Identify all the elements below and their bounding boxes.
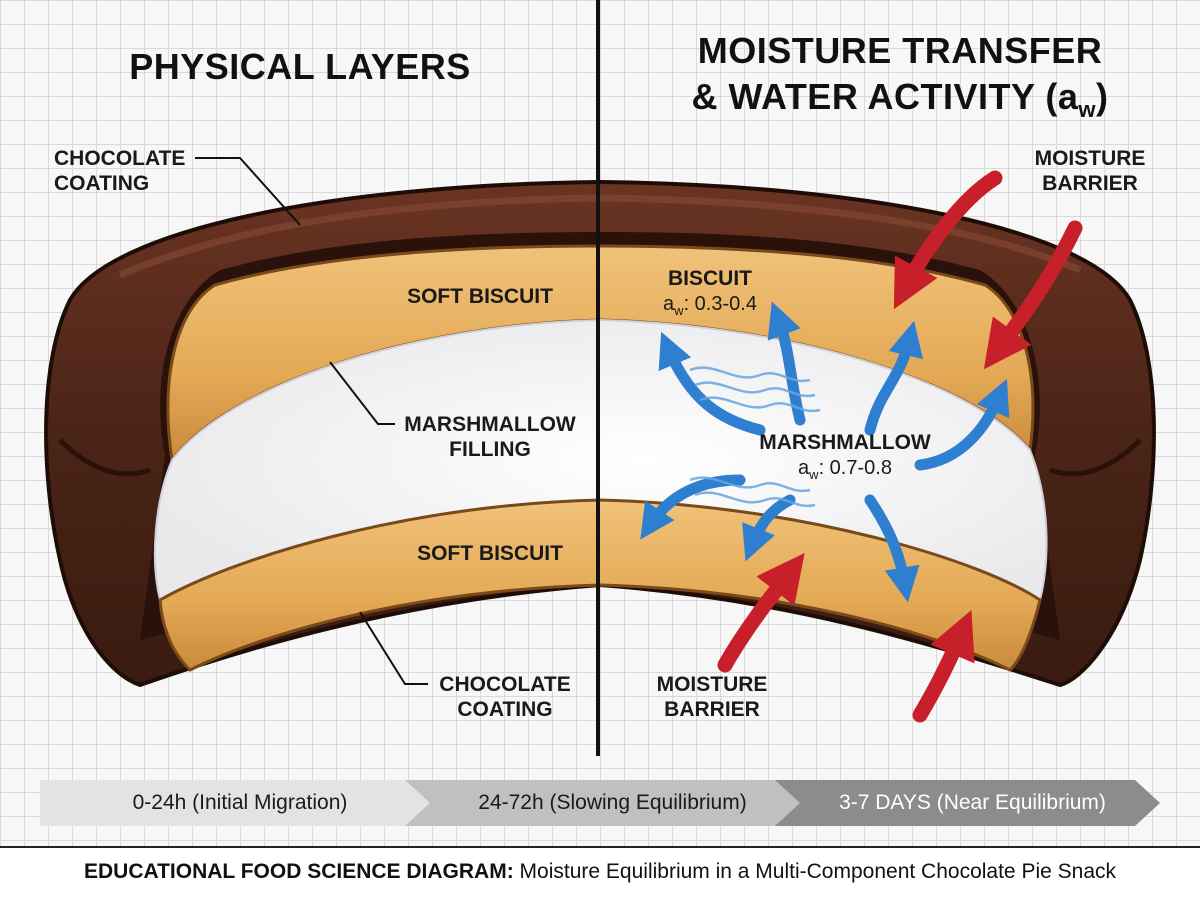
label-marshmallow-aw: aw: 0.7-0.8: [798, 457, 892, 482]
label-moisture-barrier-top: MOISTURE BARRIER: [1020, 146, 1160, 196]
label-barrier-bottom-line-2: BARRIER: [664, 698, 760, 721]
migration-arrow-7: [864, 494, 920, 603]
title-right-line-2-prefix: & WATER ACTIVITY (a: [691, 76, 1079, 117]
label-biscuit-name: BISCUIT: [668, 267, 752, 290]
leader-chocolate-bottom: [359, 611, 428, 685]
label-marshmallow-water-activity: MARSHMALLOW aw: 0.7-0.8: [740, 430, 950, 487]
leader-marshmallow: [329, 361, 395, 425]
footer-caption: EDUCATIONAL FOOD SCIENCE DIAGRAM: Moistu…: [0, 846, 1200, 898]
footer-rest: Moisture Equilibrium in a Multi-Componen…: [513, 860, 1116, 883]
title-physical-layers: PHYSICAL LAYERS: [129, 46, 471, 87]
migration-arrow-1: [658, 331, 766, 436]
label-barrier-top-line-1: MOISTURE: [1034, 147, 1146, 170]
migration-arrow-6: [742, 494, 796, 562]
leader-chocolate-top: [195, 157, 301, 226]
barrier-arrows: [717, 170, 1083, 723]
timeline-bar: 0-24h (Initial Migration) 24-72h (Slowin…: [40, 780, 1160, 826]
timeline-step-initial-migration: 0-24h (Initial Migration): [40, 780, 440, 826]
label-marshmallow-line-2: FILLING: [449, 438, 531, 461]
title-moisture-transfer: MOISTURE TRANSFER & WATER ACTIVITY (aw): [630, 28, 1170, 133]
barrier-arrow-bottom-1: [717, 552, 805, 673]
label-chocolate-coating-bottom: CHOCOLATE COATING: [420, 672, 590, 722]
barrier-arrow-top-2: [983, 220, 1083, 370]
label-marshmallow-line-1: MARSHMALLOW: [404, 413, 576, 436]
migration-arrow-4: [914, 378, 1010, 471]
title-right-line-2-suffix: ): [1095, 76, 1109, 117]
label-chocolate-coating-top: CHOCOLATE COATING: [54, 146, 185, 196]
barrier-arrow-top-1: [893, 170, 1003, 310]
label-barrier-bottom-line-1: MOISTURE: [656, 673, 768, 696]
label-biscuit-water-activity: BISCUIT aw: 0.3-0.4: [620, 266, 800, 323]
label-chocolate-bottom-line-1: CHOCOLATE: [439, 673, 571, 696]
migration-arrows: [640, 301, 1010, 603]
title-right-line-1: MOISTURE TRANSFER: [697, 30, 1103, 71]
label-biscuit-aw: aw: 0.3-0.4: [663, 293, 757, 318]
migration-arrow-5: [640, 474, 746, 540]
footer-text: EDUCATIONAL FOOD SCIENCE DIAGRAM: Moistu…: [0, 860, 1200, 884]
label-moisture-barrier-bottom: MOISTURE BARRIER: [642, 672, 782, 722]
migration-arrow-3: [864, 320, 924, 436]
label-barrier-top-line-2: BARRIER: [1042, 172, 1138, 195]
label-marshmallow-name: MARSHMALLOW: [759, 431, 931, 454]
label-chocolate-top-line-1: CHOCOLATE: [54, 147, 186, 170]
label-soft-biscuit-bottom: SOFT BISCUIT: [417, 542, 563, 565]
chocolate-ridge-left: [58, 438, 151, 477]
label-marshmallow-filling: MARSHMALLOW FILLING: [385, 412, 595, 462]
label-soft-biscuit-top: SOFT BISCUIT: [407, 285, 553, 308]
label-chocolate-top-line-2: COATING: [54, 172, 150, 195]
label-chocolate-bottom-line-2: COATING: [457, 698, 553, 721]
chocolate-ridge-right: [1049, 438, 1142, 477]
footer-bold: EDUCATIONAL FOOD SCIENCE DIAGRAM:: [83, 860, 514, 883]
vapor-waves: [689, 366, 821, 508]
barrier-arrow-bottom-2: [912, 609, 975, 723]
title-right-subscript: w: [1078, 97, 1096, 123]
timeline-step-near-equilibrium: 3-7 DAYS (Near Equilibrium): [775, 780, 1160, 826]
timeline-step-slowing-equilibrium: 24-72h (Slowing Equilibrium): [405, 780, 810, 826]
